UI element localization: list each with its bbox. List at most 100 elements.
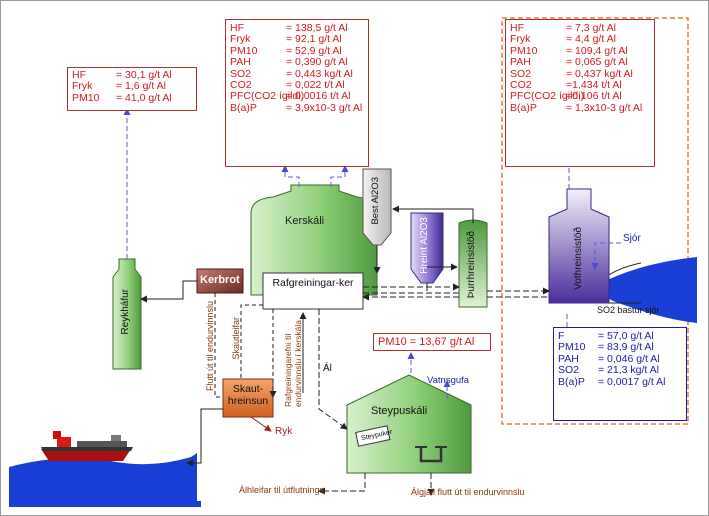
emission-row: HF = 30,1 g/t Al [72,69,192,81]
emission-row: PAH= 0,065 g/t Al [510,56,650,69]
pollutant-name: PM10 [230,44,258,57]
emission-row: SO2 = 21,3 kg/t Al [558,364,682,377]
pollutant-name: PAH [558,352,579,365]
pollutant-name: HF [510,22,524,34]
pollutant-value: = 0,046 g/t Al [598,352,660,365]
pollutant-name: PAH [230,56,251,69]
pollutant-name: Fryk [72,80,93,93]
pollutant-name: CO2 [230,79,252,92]
emission-row: PAH = 0,046 g/t Al [558,352,682,365]
emission-row: F = 57,0 g/t Al [558,330,682,342]
steam-label: Vatnsgufa [427,375,470,386]
pollutant-value: = 0,022 t/t Al [286,79,345,92]
pollutant-value: = 30,1 g/t Al [116,69,172,81]
emission-row: PM10= 83,9 g/t Al [558,341,682,354]
pollutant-value: =0,106 t/t Al [566,90,622,103]
ingots-label: Álhleifar til útflutnings [239,485,325,495]
pollutant-name: SO2 [230,67,252,80]
pollutant-name: PM10 [72,91,100,104]
emission-row: PAH = 0,390 g/t Al [230,56,364,69]
sea-left [9,453,197,501]
pollutant-name: HF [72,69,86,81]
pollutant-name: PFC(CO2 ígildi) [510,90,585,103]
ship-icon [41,431,133,461]
pollutant-value: = 21,3 kg/t Al [598,364,660,377]
pot-label: Rafgreiningar-ker [272,277,354,289]
chimney [112,258,142,370]
emission-row: PFC(CO2 ígildi)=0,106 t/t Al [510,90,650,103]
pollutant-value: = 7,3 g/t Al [566,22,616,34]
process-flows [140,205,641,496]
cast-house [346,374,472,474]
pollutant-value: = 0,390 g/t Al [286,56,348,69]
pollutant-name: HF [230,22,244,34]
anode-cleaning-label: Skaut-hreinsun [227,383,269,407]
pollutant-name: Fryk [230,33,251,46]
pollutant-name: B(a)P [230,101,257,114]
anode-butts-label: Skautleifar [231,317,241,360]
emission-box-casthouse: PM10 = 13,67 g/t Al [373,333,491,351]
pollutant-value: = 0,437 kg/t Al [566,67,633,80]
emission-row: PFC(CO2 ígildi)= 0,0016 t/t Al [230,90,364,103]
emission-row: PM10 = 41,0 g/t Al [72,91,192,104]
pot-box [262,272,364,310]
pollutant-name: PM10 [558,341,586,354]
emission-row: PM10 = 52,9 g/t Al [230,44,364,57]
emission-box-chimney: HF = 30,1 g/t Al Fryk = 1,6 g/t Al PM10 = 41,… [67,67,197,111]
reacted-alumina-silo [362,168,392,246]
pollutant-name: PFC(CO2 ígildi) [230,90,305,103]
emission-row: B(a)P = 1,3x10-3 g/t Al [510,101,650,114]
pollutant-name: B(a)P [558,375,585,388]
pollutant-value: = 1,3x10-3 g/t Al [566,101,643,114]
pollutant-value: = 0,0017 g/t Al [598,375,666,388]
emission-row: SO2 = 0,443 kg/t Al [230,67,364,80]
pollutant-value: = 0,0016 t/t Al [286,90,351,103]
fresh-alumina-label: Hreint Al2O3 [419,217,430,274]
dust-label: Ryk [275,426,293,437]
pollutant-name: F [558,330,565,342]
pollutant-name: B(a)P [510,101,537,114]
pollutant-value: = 52,9 g/t Al [286,44,342,57]
pollutant-value: = 92,1 g/t Al [286,33,342,46]
bath-recycling-label: Rafgreiningarefni til endurvinnslu í ker… [283,320,303,407]
dry-scrubber-label: Þurrhreinsistöð [466,231,477,299]
emission-row: HF = 7,3 g/t Al [510,22,650,34]
pollutant-value: = 41,0 g/t Al [116,91,172,104]
pollutant-value: =1,434 t/t Al [566,79,622,92]
wet-scrubber-frame [501,17,689,425]
emission-row: Fryk= 4,4 g/t Al [510,33,650,46]
pollutant-name: Fryk [510,33,531,46]
casthouse-pm10: PM10 = 13,67 g/t Al [378,336,475,348]
anode-cleaning [222,378,274,418]
emission-row: CO2 = 0,022 t/t Al [230,79,364,92]
emission-row: HF = 138,5 g/t Al [230,22,364,34]
emission-row: CO2 =1,434 t/t Al [510,79,650,92]
emission-row: PM10= 109,4 g/t Al [510,44,650,57]
emission-row: B(a)P = 0,0017 g/t Al [558,375,682,388]
emission-row: SO2 = 0,437 kg/t Al [510,67,650,80]
potroom-label: Kerskáli [285,215,325,227]
wet-scrubber-label: Vothreinsistöð [573,227,584,290]
pollutant-name: PAH [510,56,531,69]
pollutant-name: SO2 [510,67,532,80]
pollutant-value: = 3,9x10-3 g/t Al [286,101,363,114]
reacted-alumina-label: Best Al2O3 [370,177,381,225]
casting-ladle-icon [355,425,391,447]
pollutant-value: = 0,443 kg/t Al [286,67,353,80]
sea-right [600,257,697,323]
pollutant-name: SO2 [558,364,580,377]
pollutant-value: = 138,5 g/t Al [286,22,348,34]
so2-sea-label: SO2 bastur sjór [597,305,660,315]
fresh-alumina-silo [410,212,444,284]
sea-label: Sjór [623,233,641,244]
pollutant-value: = 109,4 g/t Al [566,44,628,57]
dross-label: Álgjall flutt út til endurvinnslu [411,487,525,497]
export-recycling-label: Flutt út til endurvinnslu [205,301,215,392]
pollutant-value: = 57,0 g/t Al [598,330,654,342]
emission-box-potroom: HF = 138,5 g/t Al Fryk = 92,1 g/t Al PM10 = 5… [225,19,369,167]
pollutant-value: = 1,6 g/t Al [116,80,166,93]
pollutant-name: CO2 [510,79,532,92]
